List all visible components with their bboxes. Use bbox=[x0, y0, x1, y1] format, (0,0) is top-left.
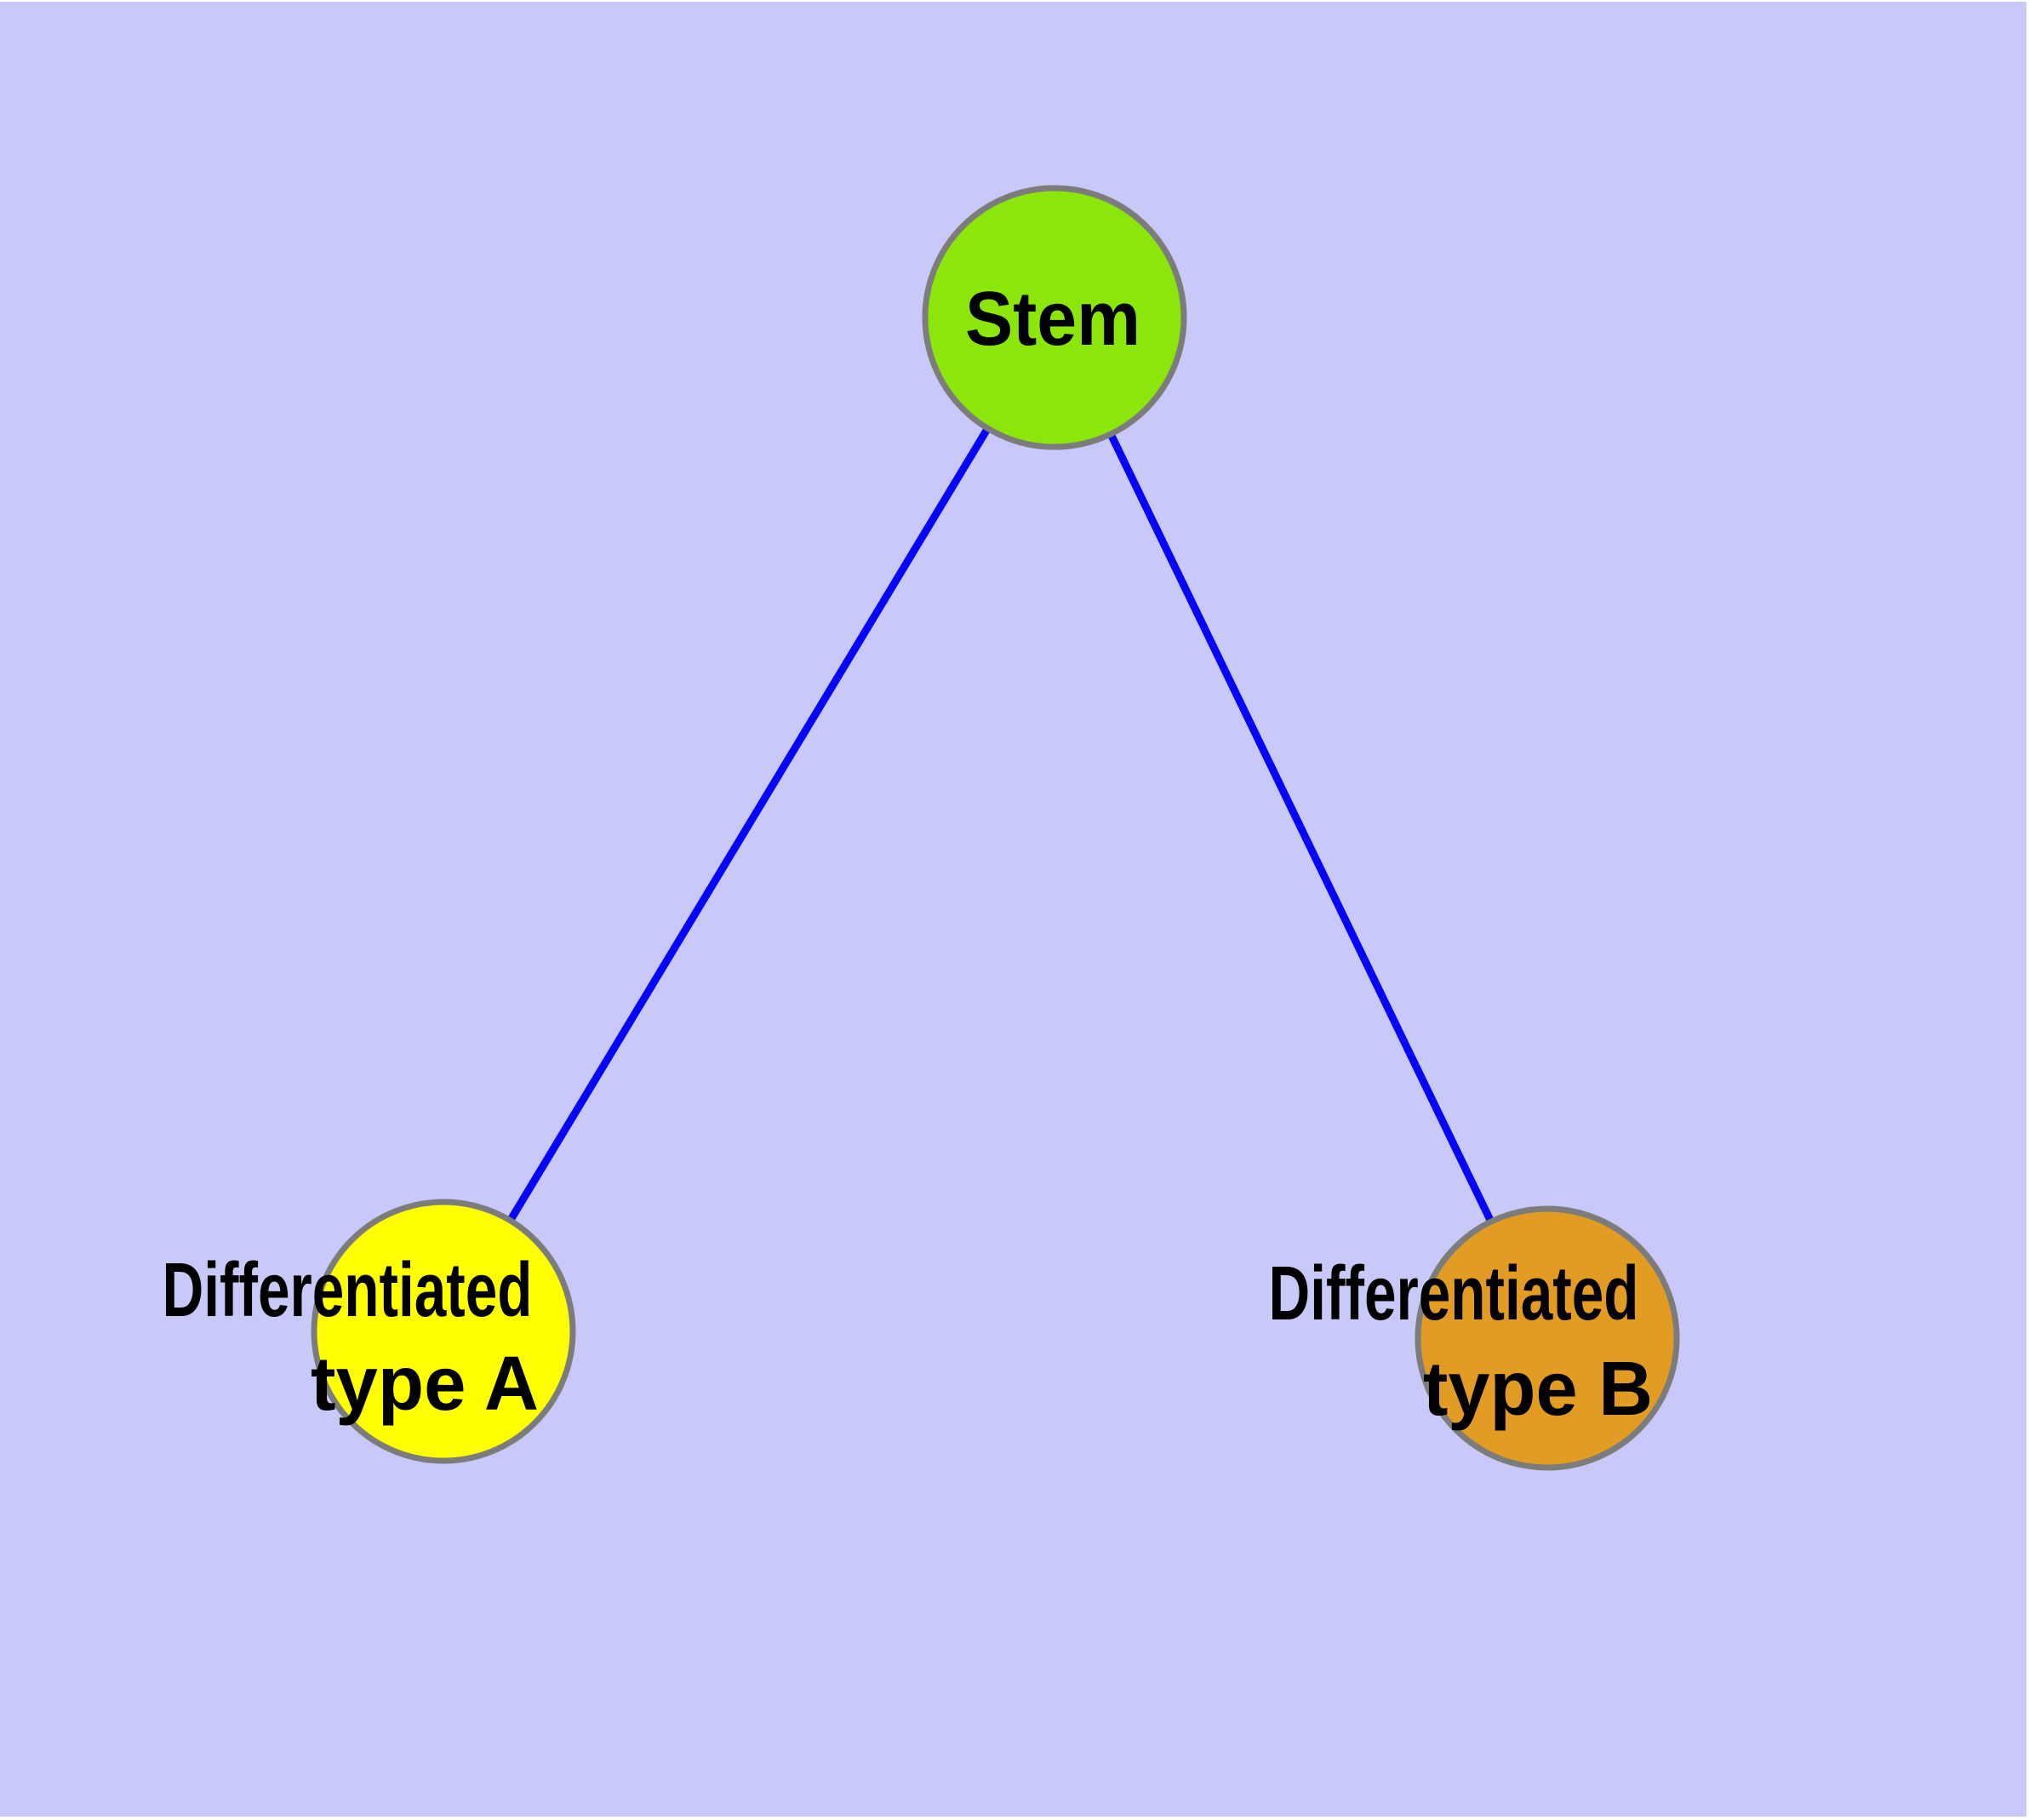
edge-layer bbox=[440, 315, 1552, 1340]
type-b-label-line1: Differentiated bbox=[1269, 1251, 1639, 1336]
edge-stem-to-type-b bbox=[1050, 316, 1552, 1340]
label-layer: Stem Differentiated type A Differentiate… bbox=[163, 277, 1654, 1432]
type-a-label-line1: Differentiated bbox=[163, 1248, 533, 1333]
type-a-label-line2: type A bbox=[311, 1342, 539, 1427]
node-differentiated-type-a bbox=[311, 1199, 576, 1464]
type-b-label-line2: type B bbox=[1423, 1347, 1653, 1432]
stem-label: Stem bbox=[965, 277, 1140, 362]
edge-stem-to-type-a bbox=[440, 315, 1058, 1334]
node-stem bbox=[922, 185, 1187, 450]
node-differentiated-type-b bbox=[1415, 1205, 1680, 1471]
node-layer bbox=[311, 185, 1680, 1471]
